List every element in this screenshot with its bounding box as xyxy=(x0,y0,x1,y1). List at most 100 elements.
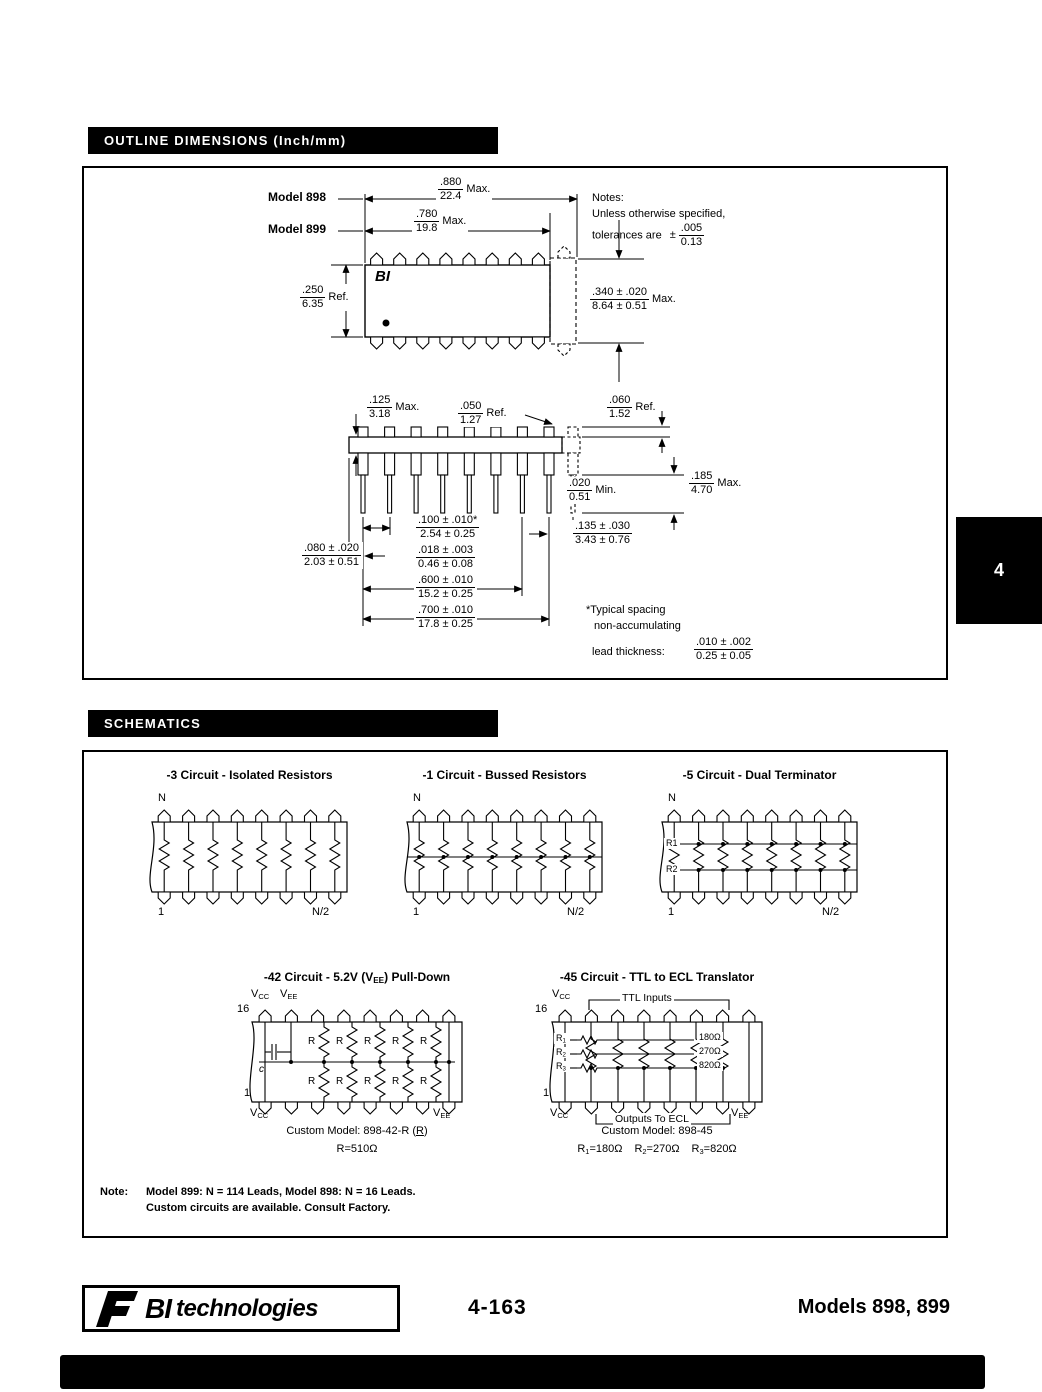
circuit-42-vcc-top: VCC xyxy=(251,988,270,1001)
page-number: 4-163 xyxy=(468,1296,527,1319)
circuit-42-vee-top: VEE xyxy=(280,988,298,1001)
brand-tech-text: technologies xyxy=(176,1294,319,1322)
c42-resistor-label: R xyxy=(364,1036,372,1047)
circuit-45-vcc-top: VCC xyxy=(552,988,571,1001)
circuit-42-pin16: 16 xyxy=(237,1003,250,1015)
c42-resistor-label: R xyxy=(308,1036,316,1047)
circuit-45-ohm1-label: 180Ω xyxy=(697,1032,723,1043)
c42-resistor-label: R xyxy=(420,1076,428,1087)
top-view-drawing xyxy=(331,194,644,382)
circuit-42-vee-bottom: VEE xyxy=(433,1107,451,1120)
notes-title: Notes: xyxy=(592,192,624,204)
model-899-label: Model 899 xyxy=(268,222,327,236)
circuit-45-pin1: 1 xyxy=(543,1087,550,1099)
side-view-drawing xyxy=(327,411,684,626)
circuit-45-ohm3-label: 820Ω xyxy=(697,1060,723,1071)
c42-resistor-label: R xyxy=(308,1076,316,1087)
outline-section-header: OUTLINE DIMENSIONS (Inch/mm) xyxy=(88,127,498,154)
c42-resistor-label: R xyxy=(392,1076,400,1087)
circuit-42-schematic xyxy=(249,1010,463,1114)
footer-bottom-bar xyxy=(60,1355,985,1389)
circuit-1-pin-1: 1 xyxy=(413,906,420,918)
circuit-45-outputs-label: Outputs To ECL xyxy=(613,1113,691,1126)
note-line2: Custom circuits are available. Consult F… xyxy=(146,1202,391,1214)
circuit-1-pin-n2: N/2 xyxy=(567,906,585,918)
page-section-tab: 4 xyxy=(956,517,1042,624)
circuit-45-title: -45 Circuit - TTL to ECL Translator xyxy=(559,970,755,984)
circuit-3-pin-1: 1 xyxy=(158,906,165,918)
circuit-42-r-value: R=510Ω xyxy=(336,1143,378,1155)
c42-resistor-label: R xyxy=(420,1036,428,1047)
circuit-42-custom-model: Custom Model: 898-42-R (R) xyxy=(286,1125,428,1137)
tab-number-text: 4 xyxy=(993,560,1004,580)
circuit-45-r1-label: R1 xyxy=(554,1033,568,1045)
c42-resistor-label: R xyxy=(336,1036,344,1047)
circuit-45-r2-label: R2 xyxy=(554,1047,568,1059)
circuit-42-title: -42 Circuit - 5.2V (VEE) Pull-Down xyxy=(263,970,451,986)
circuit-1-schematic xyxy=(404,810,603,904)
circuit-45-pin16: 16 xyxy=(535,1003,548,1015)
c42-capacitor-label: c xyxy=(259,1064,264,1075)
circuit-3-pin-n: N xyxy=(158,792,166,804)
circuit-1-pin-n: N xyxy=(413,792,421,804)
schematics-drawing-svg xyxy=(149,752,858,1125)
schematics-header-text: SCHEMATICS xyxy=(104,716,201,731)
circuit-1-title: -1 Circuit - Bussed Resistors xyxy=(422,768,587,782)
c42-resistor-label: R xyxy=(336,1076,344,1087)
chip-logo-text: BI xyxy=(375,268,390,285)
circuit-45-schematic xyxy=(549,999,763,1125)
footer-brand-box: BI technologies xyxy=(82,1285,400,1332)
outline-header-text: OUTLINE DIMENSIONS (Inch/mm) xyxy=(104,133,347,148)
outline-drawing-svg xyxy=(327,194,684,626)
circuit-45-custom-model: Custom Model: 898-45 xyxy=(601,1125,713,1137)
circuit-45-ttl-inputs-label: TTL Inputs xyxy=(620,992,674,1005)
circuit-3-pin-n2: N/2 xyxy=(312,906,330,918)
bi-logo-icon xyxy=(96,1290,138,1327)
circuit-5-r1-label: R1 xyxy=(664,838,680,849)
model-898-label: Model 898 xyxy=(268,190,327,204)
circuit-5-pin-1: 1 xyxy=(668,906,675,918)
lead-thickness-label: lead thickness: xyxy=(592,646,665,658)
dim-100-label: .100 ± .010*2.54 ± 0.25 xyxy=(414,514,482,541)
brand-bi-text: BI xyxy=(145,1292,172,1324)
typical-spacing-note-line2: non-accumulating xyxy=(594,620,681,632)
schematics-section-header: SCHEMATICS xyxy=(88,710,498,737)
c42-resistor-label: R xyxy=(392,1036,400,1047)
note-label: Note: xyxy=(100,1186,129,1198)
circuit-45-ohm2-label: 270Ω xyxy=(697,1046,723,1057)
footer-models: Models 898, 899 xyxy=(797,1296,950,1318)
c42-resistor-label: R xyxy=(364,1076,372,1087)
circuit-5-r2-label: R2 xyxy=(664,864,680,875)
notes-line1: Unless otherwise specified, xyxy=(592,208,726,220)
circuit-45-vee-bottom: VEE xyxy=(731,1107,749,1120)
note-line1: Model 899: N = 114 Leads, Model 898: N =… xyxy=(146,1186,416,1198)
circuit-45-vcc-bottom: VCC xyxy=(550,1107,569,1120)
circuit-42-vcc-bottom: VCC xyxy=(250,1107,269,1120)
circuit-5-title: -5 Circuit - Dual Terminator xyxy=(682,768,837,782)
circuit-45-r3-label: R3 xyxy=(554,1061,568,1073)
circuit-42-pin1: 1 xyxy=(244,1087,251,1099)
circuit-3-title: -3 Circuit - Isolated Resistors xyxy=(166,768,333,782)
circuit-3-schematic xyxy=(149,810,348,904)
circuit-5-pin-n: N xyxy=(668,792,676,804)
circuit-5-pin-n2: N/2 xyxy=(822,906,840,918)
schematics-panel: -3 Circuit - Isolated Resistors N 1 N/2 … xyxy=(82,750,948,1238)
